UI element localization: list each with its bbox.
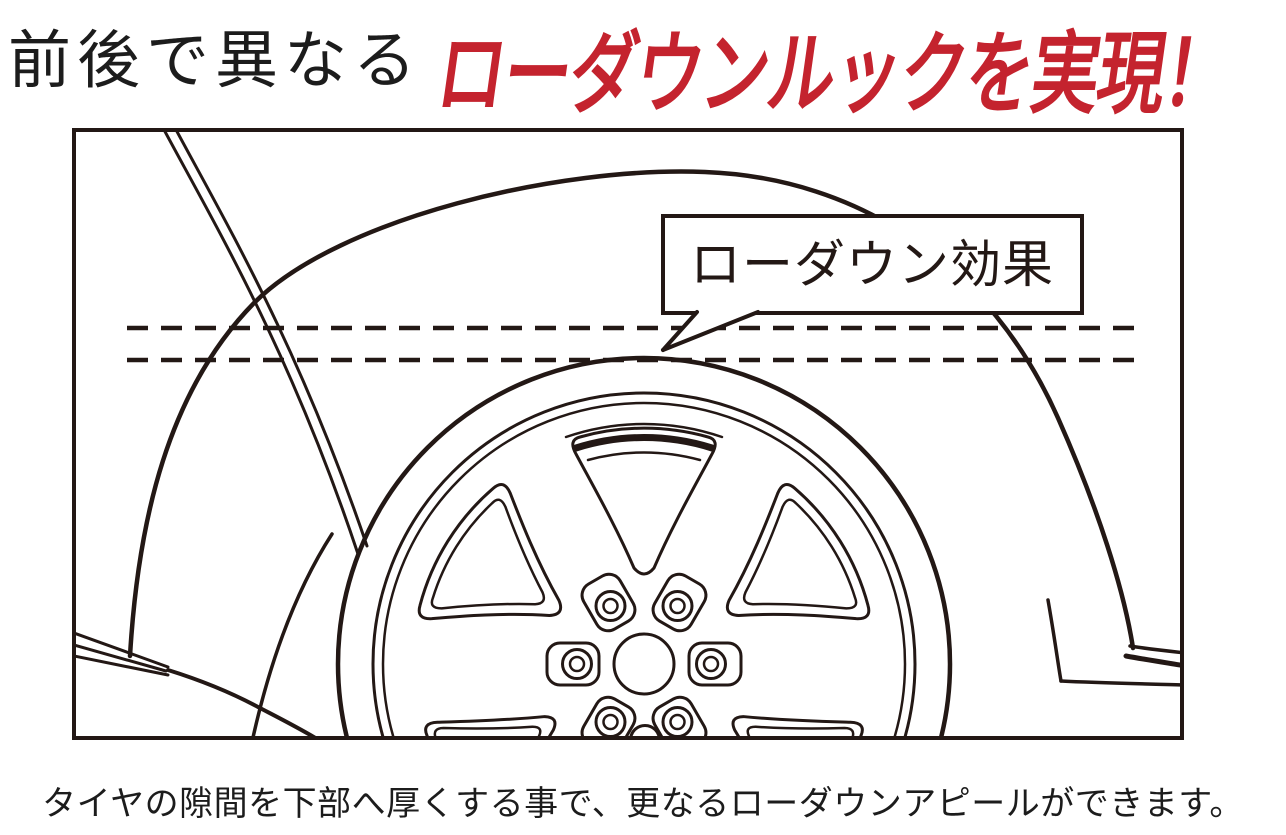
frame-border — [72, 128, 1184, 740]
headline-highlight: ローダウンルックを実現！ — [431, 25, 1238, 125]
lug-pockets — [545, 572, 743, 736]
lug-nuts — [561, 590, 727, 736]
lug-nut — [561, 648, 593, 680]
lug-nut — [695, 648, 727, 680]
lug-nut — [594, 706, 627, 736]
rim-barrel-arcs — [564, 422, 724, 462]
headline: 前後で異なる ローダウンルックを実現！ — [0, 0, 1286, 125]
diagram-frame: ローダウン効果 — [72, 128, 1184, 740]
headline-prefix: 前後で異なる — [8, 26, 422, 96]
lug-nut — [594, 590, 627, 622]
lug-nut — [661, 706, 694, 736]
callout — [661, 214, 1084, 352]
fender-lip-line — [251, 532, 334, 736]
callout-box — [661, 214, 1084, 315]
rocker-lines — [1046, 598, 1180, 687]
lug-nut — [629, 724, 661, 736]
wheel-hub — [612, 632, 676, 696]
lug-nut — [661, 590, 694, 622]
callout-label: ローダウン効果 — [690, 236, 1054, 293]
fender-line — [127, 169, 1136, 659]
bumper-lines — [76, 632, 317, 736]
wheel-rim — [371, 391, 917, 736]
wheel-spokes — [417, 422, 871, 736]
wheel-illustration: ローダウン効果 — [72, 128, 1184, 740]
caption: タイヤの隙間を下部へ厚くする事で、更なるローダウンアピールができます。 — [42, 785, 1244, 823]
